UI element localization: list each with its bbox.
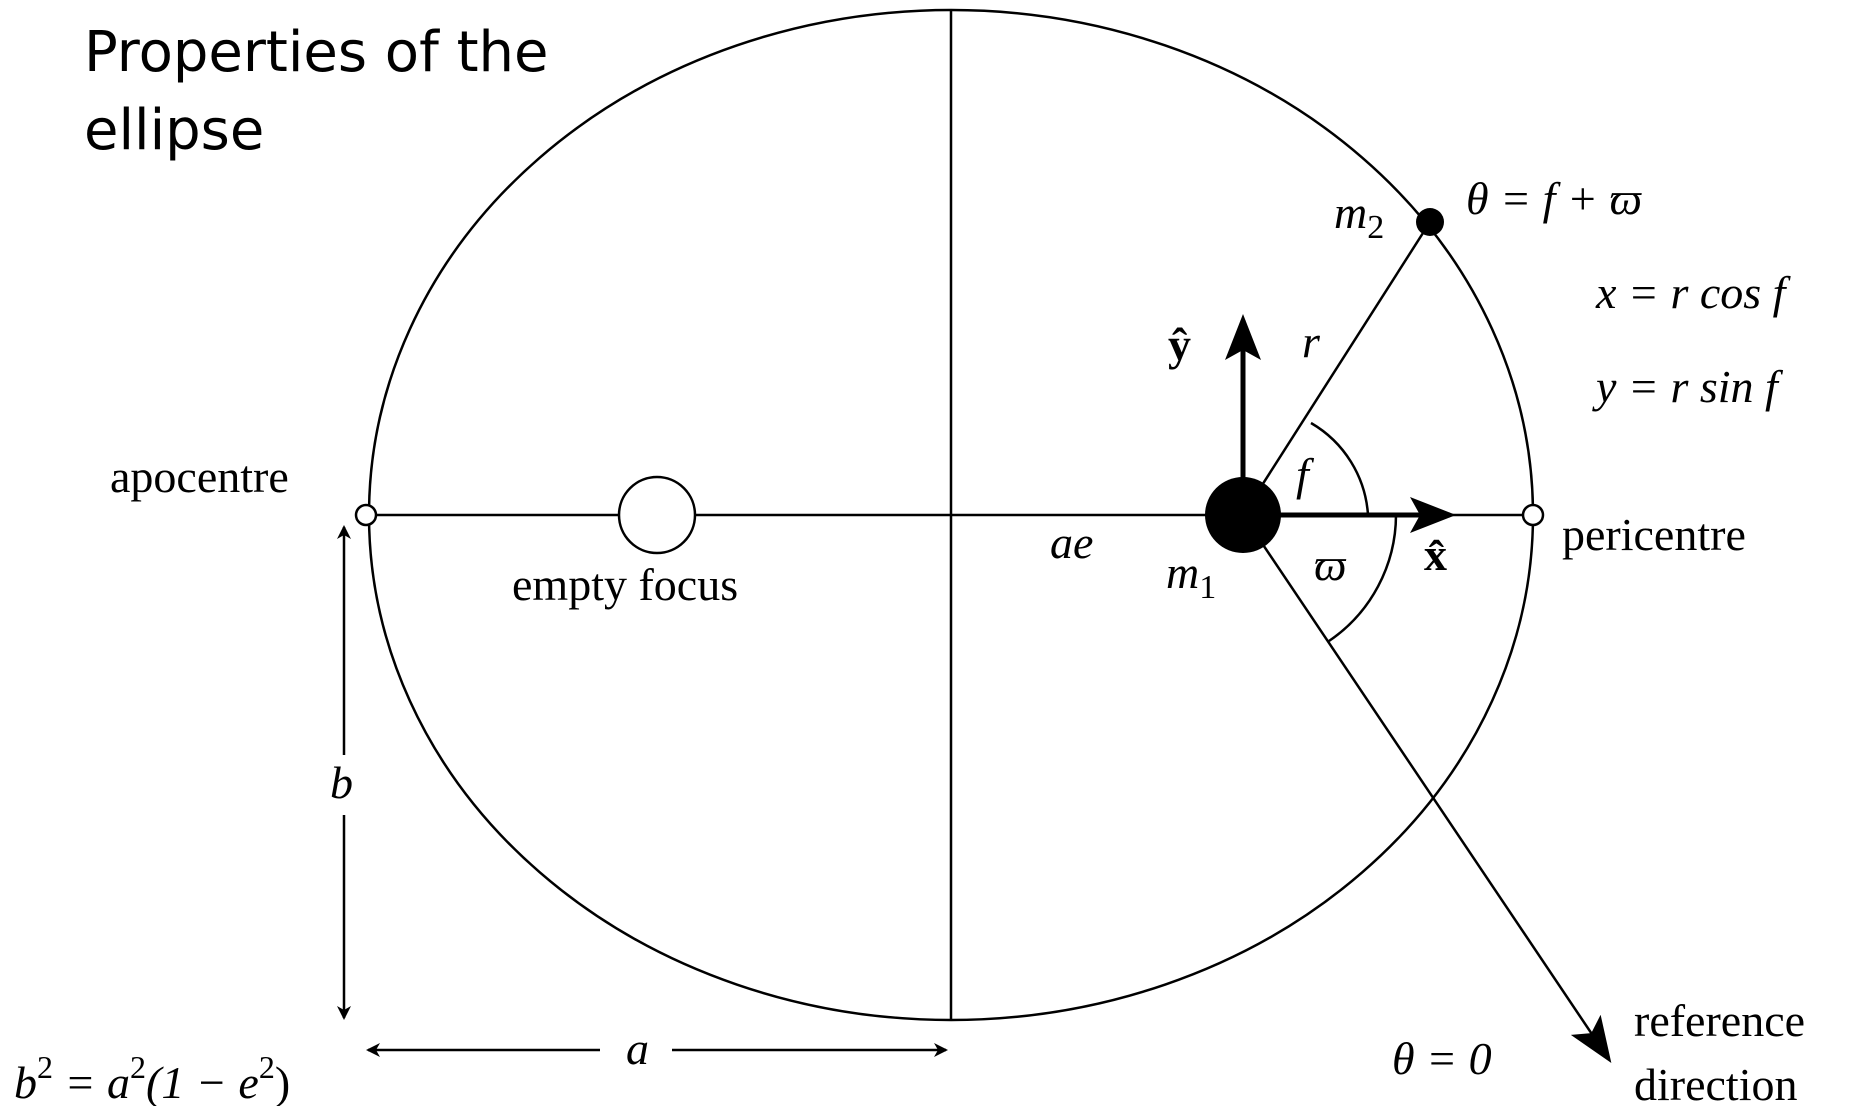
title-line-1: Properties of the: [84, 20, 549, 85]
theta-zero-equation: θ = 0: [1392, 1033, 1492, 1084]
a-label: a: [626, 1023, 649, 1074]
page-title: Properties of the ellipse: [84, 14, 549, 170]
empty-focus-label: empty focus: [512, 559, 738, 610]
b-label: b: [330, 757, 353, 808]
ae-label: ae: [1050, 517, 1093, 568]
angle-omega-arc: [1328, 514, 1398, 643]
r-label: r: [1302, 316, 1321, 367]
y-hat-label: ŷ: [1168, 319, 1191, 370]
apocentre-marker: [354, 503, 378, 527]
angle-f-arc: [1310, 421, 1370, 516]
m1-label: m1: [1166, 547, 1216, 606]
y-equation: y = r sin f: [1592, 361, 1784, 412]
f-angle-label: f: [1296, 449, 1315, 500]
b-squared-equation: b2 = a2(1 − e2): [14, 1049, 290, 1106]
x-hat-label: x̂: [1424, 529, 1447, 580]
reference-direction-label-1: reference: [1634, 995, 1805, 1046]
x-equation: x = r cos f: [1595, 267, 1792, 318]
m2-body: [1416, 208, 1444, 236]
pericentre-marker: [1521, 503, 1545, 527]
radius-vector: [1241, 221, 1432, 516]
reference-direction-line: [1241, 514, 1612, 1063]
omega-angle-label: ϖ: [1314, 539, 1347, 590]
title-line-2: ellipse: [84, 98, 265, 163]
m2-label: m2: [1334, 187, 1384, 246]
theta-equals-f-plus-omega: θ = f + ϖ: [1466, 173, 1642, 224]
pericentre-label: pericentre: [1562, 509, 1746, 560]
empty-focus-marker: [617, 475, 697, 555]
reference-direction-label-2: direction: [1634, 1059, 1798, 1106]
m1-body: [1205, 477, 1281, 553]
apocentre-label: apocentre: [110, 451, 289, 502]
